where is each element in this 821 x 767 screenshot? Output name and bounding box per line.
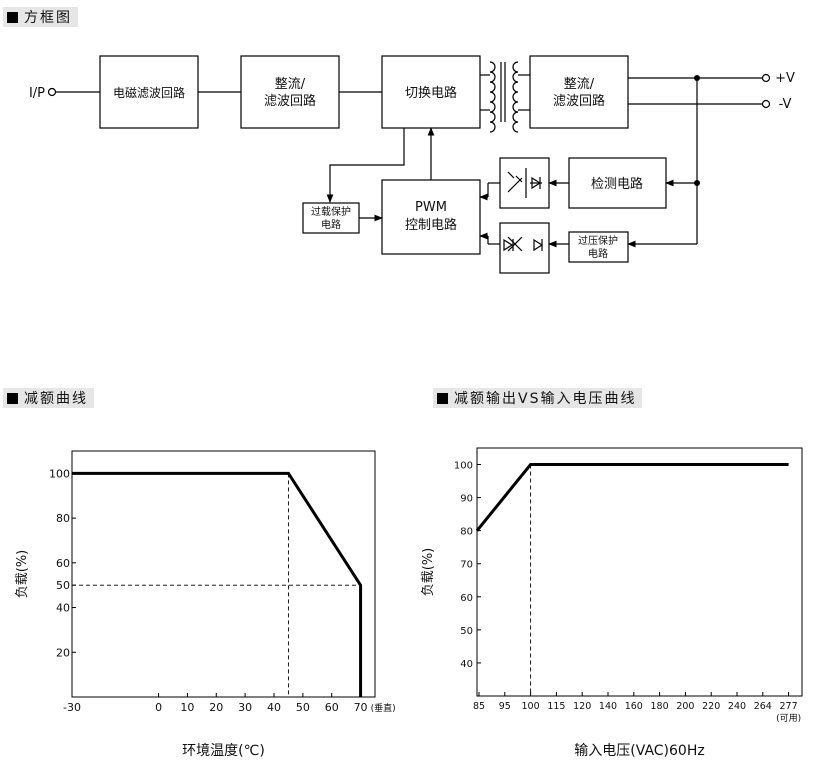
x-tick-label: 264	[754, 701, 772, 712]
y-tick-label: 60	[460, 593, 473, 604]
x-axis-label: 环境温度(℃)	[182, 743, 265, 759]
y-tick-label: 50	[56, 579, 70, 592]
x-tick-label: 140	[599, 701, 617, 712]
x-tick-label: 30	[238, 701, 252, 714]
y-tick-label: 40	[56, 602, 70, 615]
x-tick-label: 95	[499, 701, 511, 712]
section-title: 减额输出VS输入电压曲线	[454, 391, 637, 407]
x-unit-note: (垂直)	[371, 702, 396, 714]
x-tick-label: 40	[267, 701, 281, 714]
y-axis-label: 负载(%)	[15, 550, 30, 599]
x-tick-label: 0	[155, 701, 162, 714]
x-axis-label: 输入电压(VAC)60Hz	[574, 743, 704, 759]
switching-label: 切换电路	[405, 85, 457, 101]
x-tick-label: 277	[780, 701, 798, 712]
y-tick-label: 60	[56, 557, 70, 570]
detection-label: 检测电路	[591, 176, 643, 192]
x-tick-label: 180	[651, 701, 669, 712]
emi-filter-label: 电磁滤波回路	[113, 85, 185, 100]
square-bullet-icon	[437, 392, 448, 404]
y-axis-label: 负载(%)	[421, 548, 436, 597]
x-tick-label: 240	[728, 701, 746, 712]
rect-filter-1-line2: 滤波回路	[264, 93, 316, 109]
olp-line1: 过载保护	[311, 205, 351, 218]
y-tick-label: 80	[460, 527, 473, 538]
x-tick-label: 100	[522, 701, 540, 712]
pwm-line2: 控制电路	[405, 217, 457, 233]
load-series-line	[475, 463, 789, 532]
out-neg-label: -V	[779, 97, 792, 112]
x-tick-label: 115	[547, 701, 565, 712]
input-label: I/P	[29, 86, 45, 101]
rect-filter-2-line1: 整流/	[564, 77, 595, 92]
square-bullet-icon	[7, 392, 18, 404]
x-tick-label: 50	[296, 701, 310, 714]
derating-series-line	[72, 471, 363, 697]
y-tick-label: 40	[460, 659, 473, 670]
x-tick-label: 200	[676, 701, 694, 712]
x-tick-label: -30	[63, 701, 81, 714]
vs-input-header: 减额输出VS输入电压曲线	[433, 388, 643, 408]
x-unit-note: (可用)	[776, 713, 801, 724]
y-tick-label: 90	[460, 494, 473, 505]
y-tick-label: 100	[454, 461, 473, 472]
derating-chart: -30 0 10 20 30 40 50 60 70(垂直) 20 40 50 60 80 100 负载(%)…	[15, 450, 396, 759]
y-tick-label: 80	[56, 512, 70, 525]
y-tick-label: 70	[460, 560, 473, 571]
y-tick-label: 20	[56, 646, 70, 659]
optocoupler-icon	[503, 236, 544, 252]
x-tick-label: 10	[180, 701, 194, 714]
block-diagram-header: 方框图	[3, 7, 78, 27]
rect-filter-1-line1: 整流/	[275, 77, 306, 92]
ovp-line1: 过压保护	[578, 234, 618, 247]
olp-line2: 电路	[321, 218, 341, 231]
section-title: 方框图	[24, 10, 72, 26]
x-tick-label: 220	[702, 701, 720, 712]
block-diagram: I/P 电磁滤波回路 整流/ 滤波回路 切换电路 整流/ 滤波回路 +V -V …	[29, 55, 795, 274]
y-tick-label: 100	[49, 467, 70, 480]
out-pos-label: +V	[775, 71, 795, 86]
x-tick-label: 60	[325, 701, 339, 714]
x-tick-label: 120	[573, 701, 591, 712]
x-tick-label: 85	[473, 701, 485, 712]
ovp-line2: 电路	[588, 247, 608, 260]
x-tick-label: 20	[209, 701, 223, 714]
derating-header: 减额曲线	[3, 388, 94, 408]
optocoupler-icon	[507, 168, 542, 198]
section-title: 减额曲线	[24, 391, 88, 407]
x-tick-label: 70	[354, 701, 368, 714]
rect-filter-2-line2: 滤波回路	[553, 93, 605, 109]
pwm-line1: PWM	[415, 200, 447, 215]
x-tick-label: 160	[625, 701, 643, 712]
y-tick-label: 50	[460, 626, 473, 637]
plot-frame	[71, 450, 376, 698]
vs-input-chart: 85 95 100 115 120 140 160 180 200 220 240 264 277(可用…	[421, 447, 803, 759]
plot-frame	[476, 447, 803, 697]
square-bullet-icon	[7, 11, 18, 23]
